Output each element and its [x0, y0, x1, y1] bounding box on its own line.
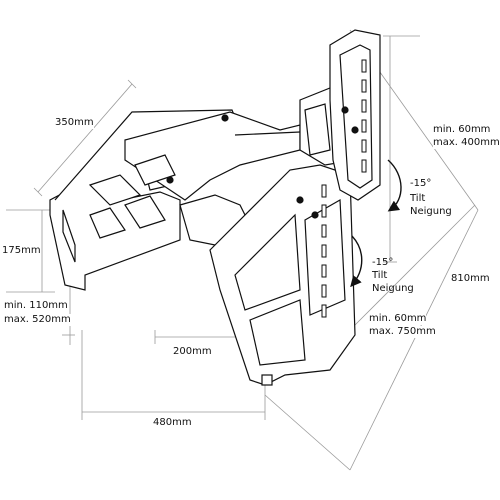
dim-total-height: 810mm [451, 273, 490, 285]
dim-wall-offset-max: max. 520mm [4, 314, 71, 326]
dim-vesa-width-min: min. 60mm [369, 313, 427, 325]
dim-plate-height: 175mm [2, 245, 41, 257]
tilt-arrow-lower-icon [350, 235, 363, 288]
tv-bracket [166, 29, 381, 386]
tilt-arrow-upper-icon [387, 159, 402, 212]
tilt-upper-label: Tilt [410, 193, 426, 204]
dim-vesa-height-min: min. 60mm [433, 124, 491, 136]
dim-arm-width: 200mm [173, 346, 212, 358]
tilt-upper-angle: -15° [410, 178, 432, 189]
tilt-lower-label-de: Neigung [372, 283, 414, 294]
tilt-lower-angle: -15° [372, 257, 394, 268]
dim-wall-offset-min: min. 110mm [4, 300, 68, 312]
dim-vesa-height-max: max. 400mm [433, 137, 500, 149]
dim-total-width: 480mm [153, 417, 192, 429]
tilt-lower-label: Tilt [372, 270, 388, 281]
dim-mount-depth: 350mm [55, 117, 94, 129]
rail-slots [321, 59, 367, 318]
tilt-arrows [350, 159, 402, 288]
tilt-upper-label-de: Neigung [410, 206, 452, 217]
dim-vesa-width-max: max. 750mm [369, 326, 436, 338]
